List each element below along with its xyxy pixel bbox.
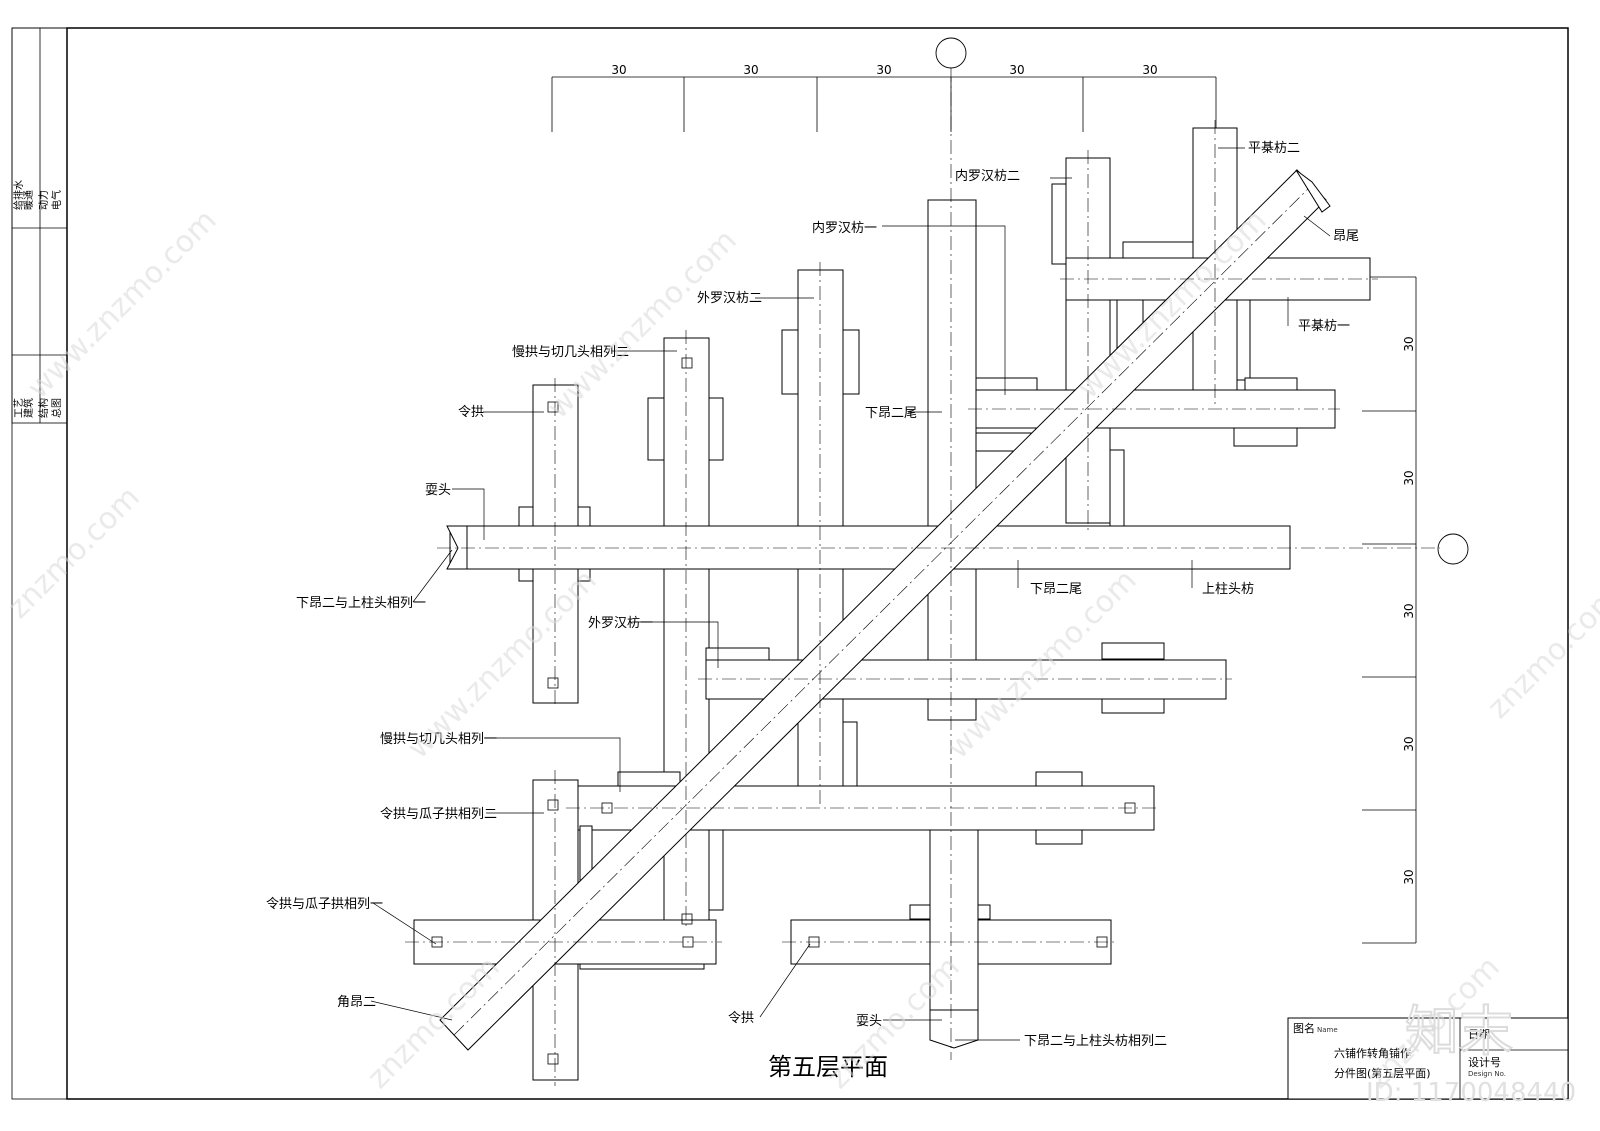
label-ang-wei: 昂尾	[1333, 229, 1359, 244]
labels: 平棊枋二 内罗汉枋二 昂尾 内罗汉枋一 平棊枋一 外罗汉枋二 慢拱与切几头相列二…	[266, 140, 1359, 1081]
sidebar-row: 动力	[37, 190, 50, 210]
watermark-text: znzmo.com	[1481, 580, 1600, 726]
dimension-label: 30	[876, 63, 891, 77]
label-nei-luohan-fang-2: 内罗汉枋二	[955, 168, 1020, 184]
label-xiaang-2-zhutou-1: 下昂二与上柱头相列一	[296, 596, 426, 611]
label-linggong-guazi-1: 令拱与瓜子拱相列一	[266, 897, 383, 912]
title-block-name-label: 图名	[1293, 1021, 1315, 1035]
dimension-right: 30 30 30 30 30	[1362, 276, 1417, 944]
watermark-id: ID: 1170048440	[1366, 1078, 1576, 1108]
inner-frame	[66, 27, 1569, 1100]
title-block-date-label: 日期	[1468, 1028, 1490, 1041]
watermark-text: www.znzmo.com	[541, 223, 744, 426]
title-block-name-line1: 六铺作转角铺作	[1334, 1046, 1411, 1060]
dimension-label: 30	[1402, 470, 1416, 485]
dimension-label: 30	[1402, 736, 1416, 751]
dimension-label: 30	[611, 63, 626, 77]
label-shuatou-left: 耍头	[425, 483, 451, 498]
title-block-name-label-en: Name	[1317, 1026, 1338, 1034]
label-mangong-qieji-2: 慢拱与切几头相列二	[512, 344, 629, 360]
title-block: 图名 Name 六铺作转角铺作 分件图(第五层平面) 日期 设计号 Design…	[1287, 1017, 1569, 1100]
axis-marker-right	[1437, 533, 1469, 565]
axis-marker-top	[935, 37, 967, 69]
label-wai-luohan-fang-1: 外罗汉枋一	[588, 615, 653, 631]
title-block-design-no-en: Design No.	[1468, 1070, 1506, 1078]
leader-lines	[370, 147, 1331, 1041]
sidebar-row: 暖通	[22, 190, 35, 210]
sidebar-row: 给排水	[12, 180, 25, 210]
watermark-logo: 知末	[1405, 1000, 1513, 1063]
center-lines	[405, 68, 1440, 1086]
watermark-text: znzmo.com	[1, 480, 147, 626]
label-xiaang-2-wei-mid: 下昂二尾	[1030, 582, 1082, 597]
label-jiao-ang-2: 角昂二	[337, 995, 376, 1010]
sidebar-row: 结构	[37, 398, 50, 418]
bracket-members	[413, 127, 1371, 1081]
dimension-label: 30	[1402, 603, 1416, 618]
dimension-label: 30	[1402, 869, 1416, 884]
title-block-name-line2: 分件图(第五层平面)	[1334, 1066, 1431, 1080]
label-nei-luohan-fang-1: 内罗汉枋一	[812, 220, 877, 236]
title-block-design-no-label: 设计号	[1468, 1056, 1501, 1069]
dimension-label: 30	[1142, 63, 1157, 77]
label-linggong-bottom: 令拱	[728, 1011, 754, 1026]
label-shangzhutou-fang: 上柱头枋	[1202, 581, 1254, 597]
sidebar-row: 工艺	[13, 398, 25, 418]
dimension-label: 30	[743, 63, 758, 77]
label-shuatou-bottom: 耍头	[856, 1014, 882, 1029]
sidebar-row: 总图	[50, 398, 63, 418]
drawing-title: 第五层平面	[768, 1053, 888, 1081]
dimension-label: 30	[1402, 336, 1416, 351]
label-linggong-left: 令拱	[458, 405, 484, 420]
dimension-top: 30 30 30 30 30	[551, 63, 1217, 132]
label-linggong-guazi-2: 令拱与瓜子拱相列二	[380, 807, 497, 822]
joint-markers	[431, 357, 1136, 1065]
label-mangong-qieji-1: 慢拱与切几头相列一	[380, 731, 497, 747]
label-pingqi-fang-1: 平棊枋一	[1298, 318, 1350, 334]
watermark-text: www.znzmo.com	[21, 203, 224, 406]
label-xiaang-2-wei-top: 下昂二尾	[865, 406, 917, 421]
label-pingqi-fang-2: 平棊枋二	[1248, 140, 1300, 156]
label-xiaang-2-zhutoufang-2: 下昂二与上柱头枋相列二	[1024, 1033, 1167, 1049]
sidebar-row: 建筑	[22, 398, 35, 418]
sidebar-row: 电气	[50, 190, 63, 210]
sidebar: 给排水 暖通 动力 电气 工艺 建筑 结构 总图	[11, 27, 68, 424]
dimension-label: 30	[1009, 63, 1024, 77]
label-wai-luohan-fang-2: 外罗汉枋二	[697, 290, 762, 306]
